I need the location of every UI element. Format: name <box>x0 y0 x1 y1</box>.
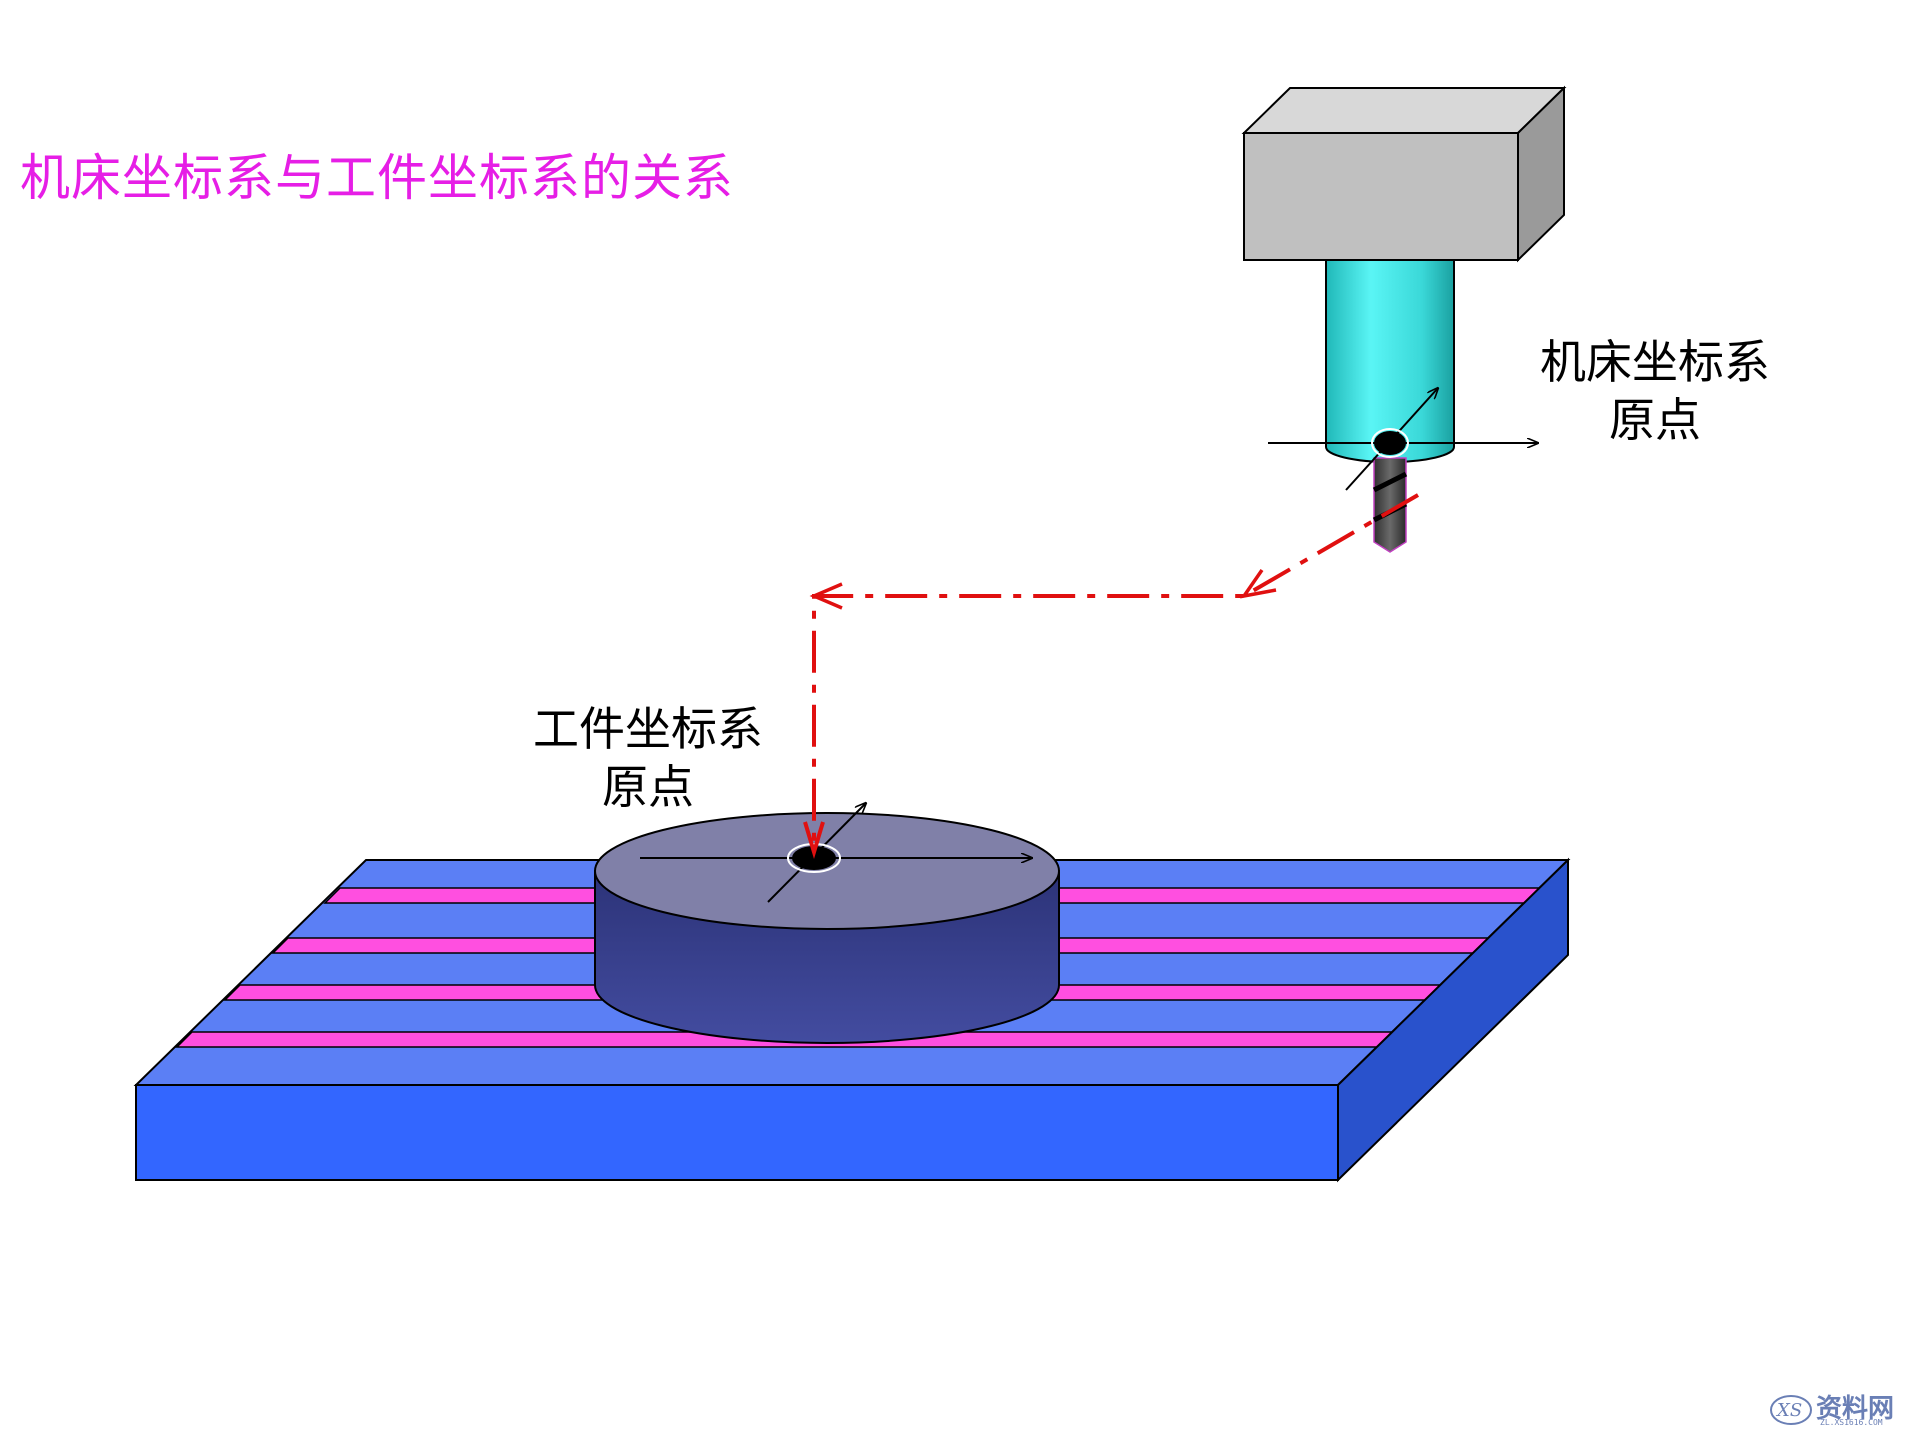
table-side-face <box>1337 857 1569 1183</box>
path-arrow-icon <box>809 582 843 610</box>
page-title: 机床坐标系与工件坐标系的关系 <box>20 149 734 207</box>
workpiece <box>594 812 1060 1044</box>
machine-origin-label-line1: 机床坐标系 <box>1540 335 1770 389</box>
watermark-url: ZL.XS1616.COM <box>1820 1418 1883 1427</box>
head-top-face <box>1241 87 1567 134</box>
machine-origin-label: 机床坐标系 原点 <box>1525 333 1785 449</box>
cutting-tool <box>1372 457 1408 553</box>
watermark-name: 资料网 <box>1816 1394 1895 1424</box>
head-front-face <box>1243 132 1519 261</box>
machine-origin-label-line2: 原点 <box>1609 393 1701 447</box>
svg-text:XS: XS <box>1775 1400 1802 1421</box>
work-origin-label-line1: 工件坐标系 <box>533 702 763 756</box>
machine-origin-marker-icon <box>1371 428 1409 458</box>
work-origin-label: 工件坐标系 原点 <box>518 700 778 816</box>
work-coordinate-axes-icon <box>640 803 1032 903</box>
machine-coordinate-axes-icon <box>1268 388 1538 491</box>
watermark-logo-icon: XS <box>1770 1395 1812 1425</box>
table-front-face <box>135 1084 1339 1181</box>
watermark: XS 资料网 ZL.XS1616.COM <box>1768 1388 1898 1432</box>
spindle-head <box>1241 85 1567 263</box>
path-arrow-icon <box>1240 569 1277 599</box>
machine-table <box>133 857 1571 1183</box>
work-origin-marker-icon <box>787 843 841 873</box>
work-origin-label-line2: 原点 <box>602 760 694 814</box>
origin-offset-path-icon <box>803 493 1420 859</box>
path-arrow-icon <box>803 821 825 859</box>
